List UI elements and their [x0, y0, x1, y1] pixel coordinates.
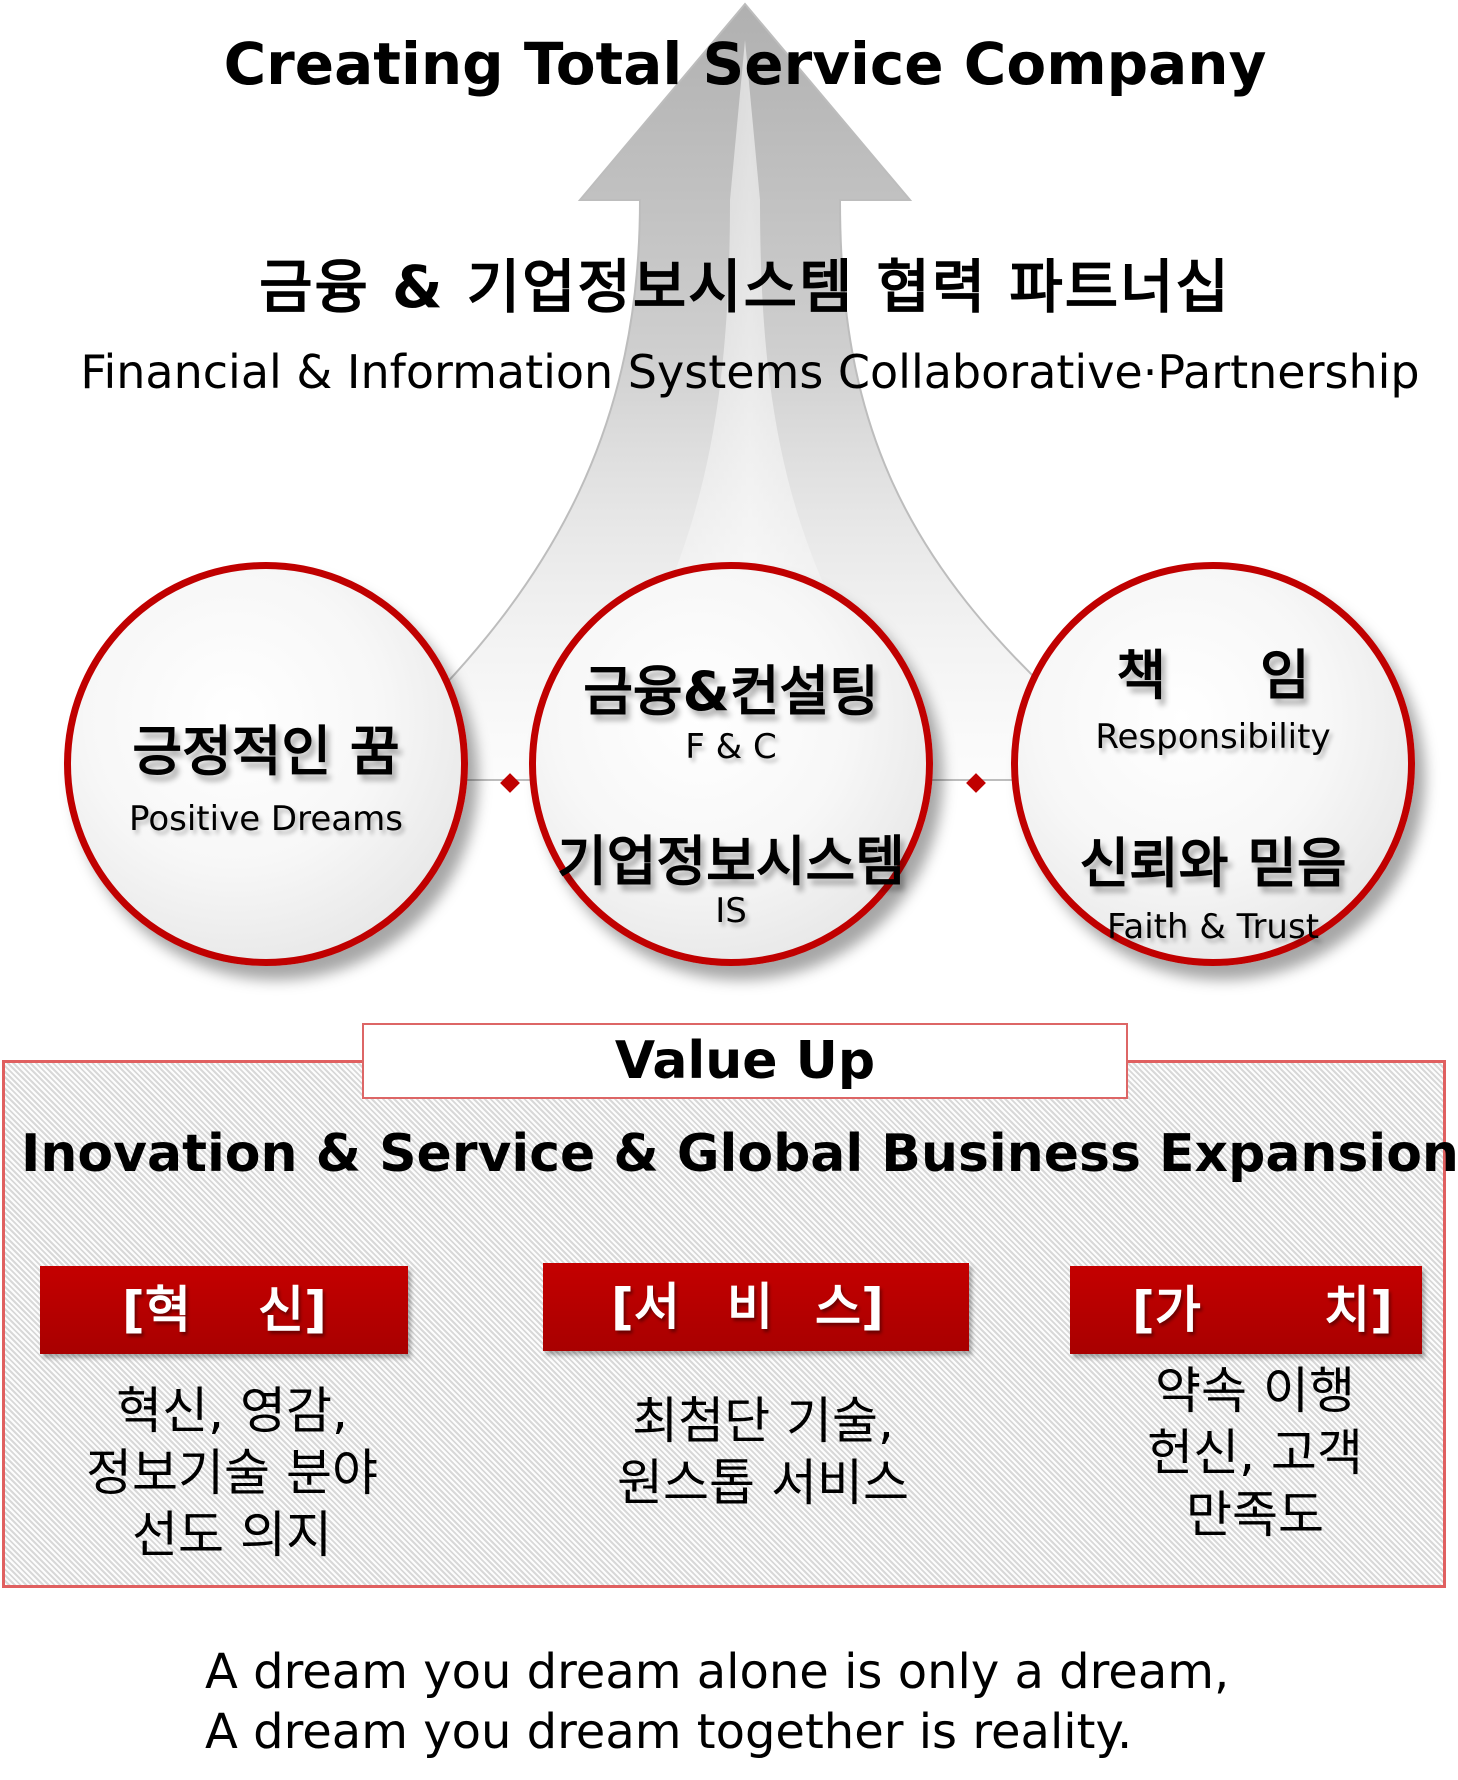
closing-quote: A dream you dream alone is only a dream,…: [205, 1642, 1229, 1762]
page-title: Creating Total Service Company: [223, 30, 1267, 98]
description-line: 최첨단 기술,: [632, 1392, 894, 1450]
circle-positive-dreams: 긍정적인 꿈 Positive Dreams: [64, 562, 468, 966]
circle-label-english: F & C: [685, 727, 777, 767]
description-line: 선도 의지: [132, 1506, 332, 1564]
partnership-title-english: Financial & Information Systems Collabor…: [80, 345, 1420, 399]
description-line: 원스톱 서비스: [617, 1454, 909, 1512]
pillar-label-open: [혁: [122, 1281, 191, 1339]
pillar-label-close: 신]: [258, 1281, 327, 1339]
pillar-header-service: [서 비 스]: [543, 1263, 969, 1351]
circle-label-korean: 기업정보시스템: [557, 830, 905, 893]
circle-label-english: Responsibility: [1095, 717, 1331, 757]
description-line: 만족도: [1186, 1486, 1324, 1544]
pillar-header-value: [가 치]: [1070, 1266, 1422, 1354]
expansion-title: Inovation & Service & Global Business Ex…: [21, 1124, 1458, 1184]
circle-label-korean: 금융&컨설팅: [583, 660, 879, 723]
pillar-label-mid: 비: [727, 1278, 773, 1336]
arrow-highlight: [600, 40, 900, 720]
pillar-description-value: 약속 이행 헌신, 고객 만족도: [1070, 1360, 1440, 1546]
description-line: 헌신, 고객: [1147, 1424, 1363, 1482]
circle-label-korean: 신뢰와 믿음: [1079, 832, 1347, 895]
pillar-label-close: 스]: [815, 1278, 884, 1336]
partnership-title-korean: 금융 & 기업정보시스템 협력 파트너십: [259, 253, 1231, 321]
pillar-label-open: [가: [1132, 1281, 1201, 1339]
pillar-description-service: 최첨단 기술, 원스톱 서비스: [543, 1390, 983, 1514]
circle-label-english: Faith & Trust: [1106, 907, 1320, 947]
description-line: 정보기술 분야: [86, 1444, 378, 1502]
circle-label-korean: 책 임: [1116, 644, 1310, 707]
quote-line: A dream you dream alone is only a dream,: [205, 1644, 1230, 1700]
circle-label-english: Positive Dreams: [129, 799, 403, 839]
circle-finance-is: 금융&컨설팅 F & C 기업정보시스템 IS: [529, 562, 933, 966]
circle-responsibility-trust: 책 임 Responsibility 신뢰와 믿음 Faith & Trust: [1011, 562, 1415, 966]
circle-label-english: IS: [715, 891, 747, 931]
description-line: 약속 이행: [1155, 1362, 1355, 1420]
description-line: 혁신, 영감,: [116, 1382, 348, 1440]
pillar-label-open: [서: [611, 1278, 680, 1336]
pillar-header-innovation: [혁 신]: [40, 1266, 408, 1354]
pillar-label-close: 치]: [1324, 1281, 1393, 1339]
circle-label-korean: 긍정적인 꿈: [132, 720, 400, 783]
pillar-description-innovation: 혁신, 영감, 정보기술 분야 선도 의지: [40, 1380, 424, 1566]
quote-line: A dream you dream together is reality.: [205, 1704, 1133, 1760]
value-up-label: Value Up: [362, 1023, 1128, 1099]
